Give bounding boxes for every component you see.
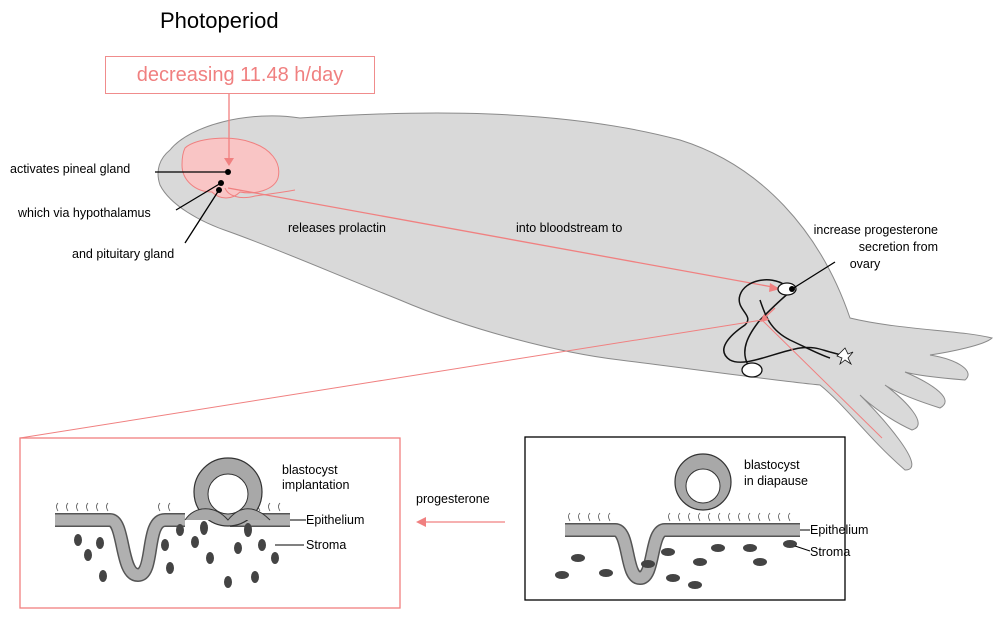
diagram-title: Photoperiod: [160, 8, 279, 33]
left-stroma-label: Stroma: [306, 538, 347, 552]
progesterone-arrow-label: progesterone: [416, 492, 490, 506]
right-stroma-label: Stroma: [810, 545, 851, 559]
right-blastocyst-2: in diapause: [744, 474, 808, 488]
left-epithelium-label: Epithelium: [306, 513, 365, 527]
right-epithelium-label: Epithelium: [810, 523, 869, 537]
label-progesterone-2: secretion from: [858, 240, 938, 254]
label-pineal: activates pineal gland: [10, 162, 131, 176]
label-hypothalamus: which via hypothalamus: [18, 206, 151, 220]
label-progesterone-1: increase progesterone: [813, 223, 938, 237]
label-prolactin: releases prolactin: [288, 221, 386, 235]
label-progesterone-3: ovary: [849, 257, 881, 271]
label-pituitary: and pituitary gland: [72, 247, 175, 261]
photoperiod-box: decreasing 11.48 h/day: [105, 56, 375, 94]
seal-body: [157, 112, 993, 471]
label-bloodstream: into bloodstream to: [516, 221, 623, 235]
right-blastocyst-1: blastocyst: [744, 458, 800, 472]
brain: [181, 137, 280, 199]
left-blastocyst-2: implantation: [282, 478, 350, 492]
left-blastocyst-1: blastocyst: [282, 463, 338, 477]
